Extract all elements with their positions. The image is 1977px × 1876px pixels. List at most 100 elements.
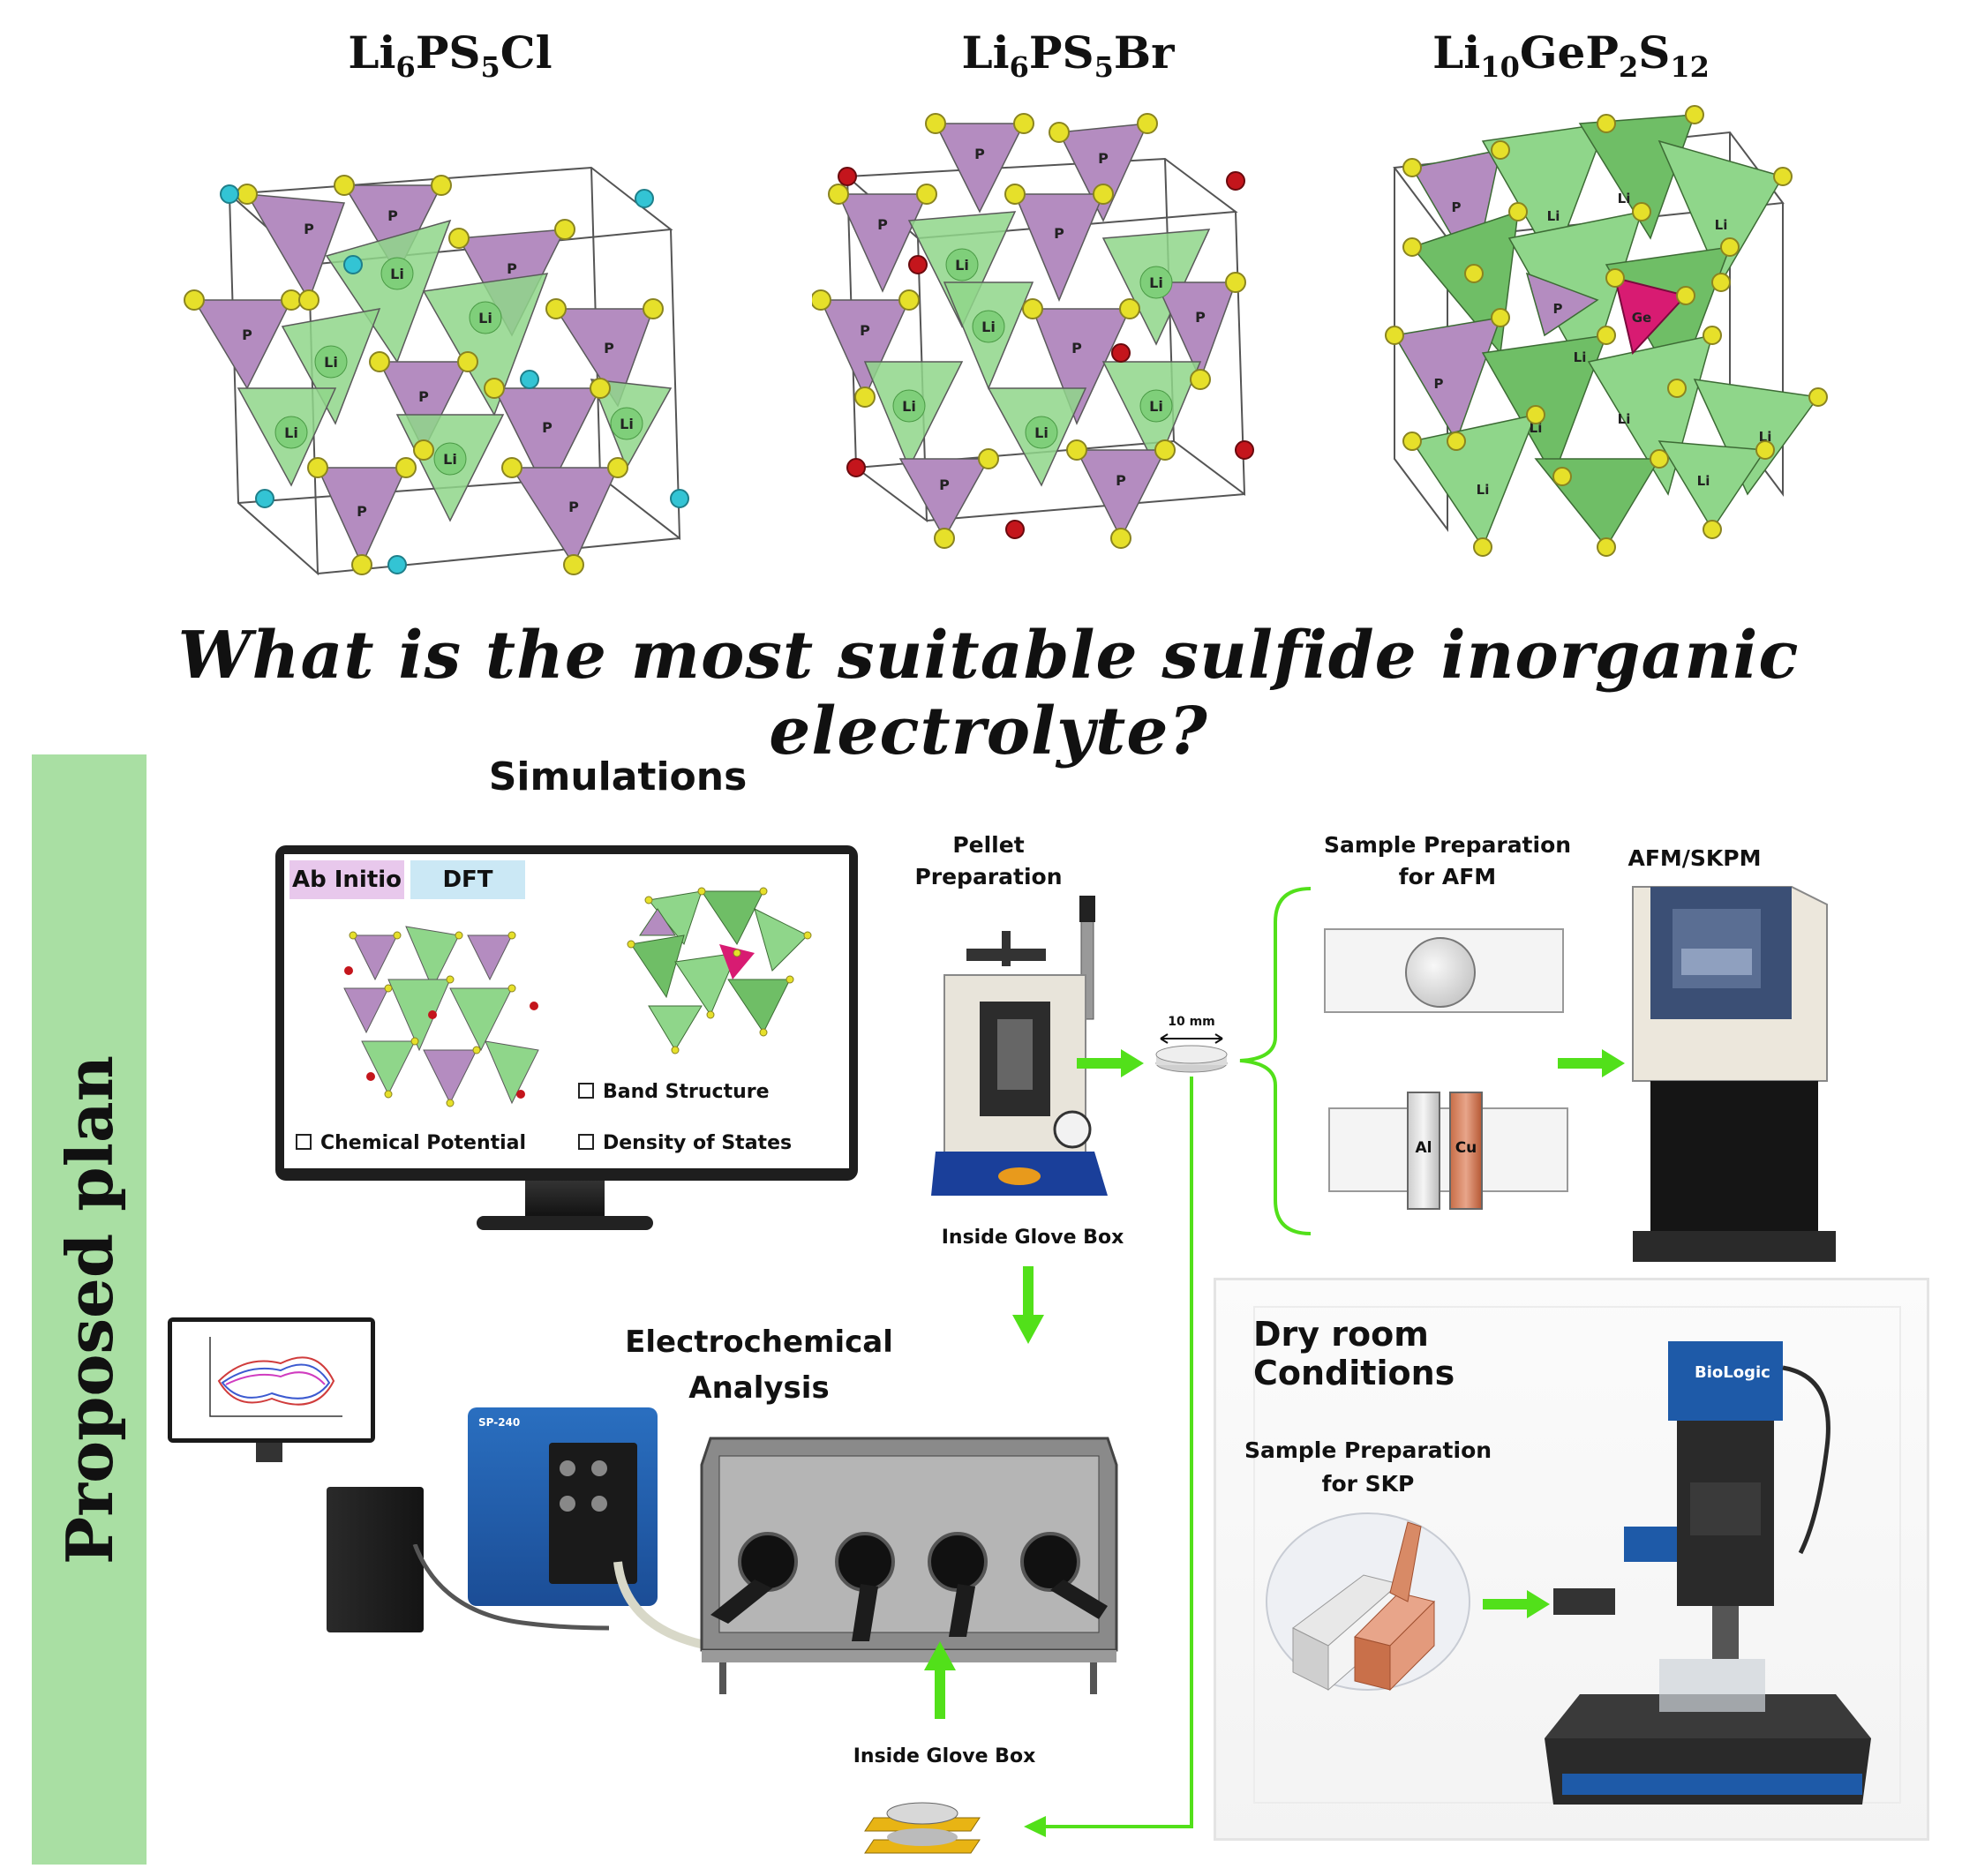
svg-text:Li: Li bbox=[1477, 482, 1490, 498]
svg-text:P: P bbox=[304, 221, 314, 237]
cable bbox=[412, 1544, 741, 1655]
svg-text:Li: Li bbox=[1574, 349, 1587, 365]
pellet-size-label: 10 mm bbox=[1168, 1015, 1215, 1029]
svg-text:P: P bbox=[507, 260, 517, 277]
cu-label: Cu bbox=[1455, 1139, 1477, 1157]
svg-text:P: P bbox=[604, 340, 614, 356]
check-density-of-states: Density of States bbox=[578, 1132, 792, 1154]
svg-text:P: P bbox=[1116, 472, 1126, 489]
monitor-stand bbox=[525, 1181, 605, 1218]
arrow-down-to-glovebox bbox=[1012, 1266, 1044, 1344]
svg-text:Li: Li bbox=[620, 416, 634, 432]
skp-sample bbox=[1266, 1512, 1470, 1692]
afm-slide-disk bbox=[1324, 928, 1564, 1013]
monitor-stand-small bbox=[256, 1443, 282, 1462]
svg-text:P: P bbox=[1054, 225, 1064, 242]
afm-skpm-title: AFM/SKPM bbox=[1627, 845, 1762, 871]
dry-room-title: Dry room Conditions bbox=[1253, 1315, 1455, 1392]
tab-dft: DFT bbox=[410, 860, 525, 899]
svg-text:P: P bbox=[939, 477, 950, 493]
svg-text:Li: Li bbox=[1759, 429, 1772, 445]
svg-text:Li: Li bbox=[902, 398, 916, 415]
svg-text:P: P bbox=[242, 326, 252, 343]
proposed-plan-label: Proposed plan bbox=[51, 1054, 127, 1565]
hydraulic-press bbox=[931, 896, 1108, 1196]
svg-text:P: P bbox=[860, 322, 870, 339]
svg-text:Li: Li bbox=[1034, 424, 1049, 441]
pellet-disk bbox=[1155, 1033, 1228, 1073]
ge-tetrahedron bbox=[1613, 276, 1688, 356]
glove-box bbox=[700, 1437, 1118, 1694]
svg-text:P: P bbox=[542, 419, 553, 436]
svg-text:Li: Li bbox=[443, 451, 457, 468]
svg-text:P: P bbox=[1452, 199, 1462, 215]
formula-li6ps5br: Li6PS5Br bbox=[961, 26, 1175, 84]
formula-li6ps5cl: Li6PS5Cl bbox=[348, 26, 553, 84]
svg-text:Li: Li bbox=[1149, 274, 1163, 291]
check-band-structure: Band Structure bbox=[578, 1081, 770, 1103]
svg-text:Li: Li bbox=[1618, 411, 1631, 427]
afm-bracket bbox=[1239, 887, 1312, 1235]
svg-text:Li: Li bbox=[1547, 208, 1560, 224]
monitor-crystal-left bbox=[343, 926, 539, 1107]
pellet-glove-box-label: Inside Glove Box bbox=[941, 1227, 1124, 1249]
svg-text:Li: Li bbox=[1618, 191, 1631, 206]
svg-text:Li: Li bbox=[324, 354, 338, 371]
check-chemical-potential: Chemical Potential bbox=[296, 1132, 526, 1154]
svg-text:P: P bbox=[387, 207, 398, 224]
svg-text:P: P bbox=[418, 388, 429, 405]
bottom-cell-disk bbox=[864, 1802, 981, 1854]
monitor-base bbox=[477, 1216, 653, 1230]
crystal-li6ps5br: P P P P P P P P P Li Li Li Li Li Li bbox=[812, 113, 1254, 549]
svg-text:P: P bbox=[1098, 150, 1109, 167]
bottom-glove-box-label: Inside Glove Box bbox=[853, 1745, 1036, 1767]
potentiostat-model-label: SP-240 bbox=[478, 1416, 521, 1429]
formula-li10gep2s12: Li10GeP2S12 bbox=[1432, 26, 1710, 84]
potentiostat-sp240: SP-240 bbox=[468, 1407, 658, 1606]
svg-text:Li: Li bbox=[1530, 420, 1543, 436]
svg-text:Li: Li bbox=[955, 257, 969, 274]
results-monitor bbox=[168, 1317, 375, 1443]
biologic-skp-instrument bbox=[1545, 1341, 1871, 1805]
arrow-up-to-glovebox bbox=[924, 1641, 956, 1719]
svg-text:Li: Li bbox=[284, 424, 298, 441]
svg-text:P: P bbox=[1434, 376, 1444, 392]
svg-text:P: P bbox=[877, 216, 888, 233]
svg-text:P: P bbox=[357, 503, 367, 520]
al-label: Al bbox=[1415, 1139, 1432, 1157]
proposed-plan-bar bbox=[32, 754, 147, 1865]
checkbox-icon bbox=[296, 1134, 312, 1150]
svg-text:Li: Li bbox=[981, 319, 996, 335]
svg-text:P: P bbox=[568, 499, 579, 515]
svg-text:Li: Li bbox=[1149, 398, 1163, 415]
cv-plot bbox=[209, 1337, 342, 1417]
arrow-press-to-pellet bbox=[1077, 1049, 1144, 1077]
svg-text:P: P bbox=[1553, 301, 1563, 317]
arrow-skp-to-instrument bbox=[1483, 1590, 1550, 1618]
connector-line-pellet-to-bottom bbox=[1024, 1077, 1193, 1837]
question-heading: What is the most suitable sulfide inorga… bbox=[177, 618, 1800, 769]
arrow-prep-to-afm bbox=[1558, 1049, 1625, 1077]
tab-ab-initio: Ab Initio bbox=[289, 860, 404, 899]
svg-text:P: P bbox=[1071, 340, 1082, 356]
monitor-crystal-right bbox=[627, 887, 812, 1054]
svg-text:P: P bbox=[974, 146, 985, 162]
crystal-li6ps5cl: P P P P P P P P P Li Li Li Li Li Li bbox=[184, 166, 689, 576]
checkbox-icon bbox=[578, 1083, 594, 1099]
biologic-brand: BioLogic bbox=[1695, 1363, 1770, 1382]
svg-text:Ge: Ge bbox=[1632, 310, 1652, 326]
svg-text:P: P bbox=[1195, 309, 1206, 326]
svg-text:Li: Li bbox=[390, 266, 404, 282]
checkbox-icon bbox=[578, 1134, 594, 1150]
afm-instrument bbox=[1632, 886, 1836, 1262]
svg-text:Li: Li bbox=[1697, 473, 1710, 489]
svg-text:Li: Li bbox=[478, 310, 492, 326]
simulations-title: Simulations bbox=[488, 754, 748, 799]
svg-text:Li: Li bbox=[1715, 217, 1728, 233]
afm-slide-alcu: Al Cu bbox=[1328, 1092, 1568, 1210]
